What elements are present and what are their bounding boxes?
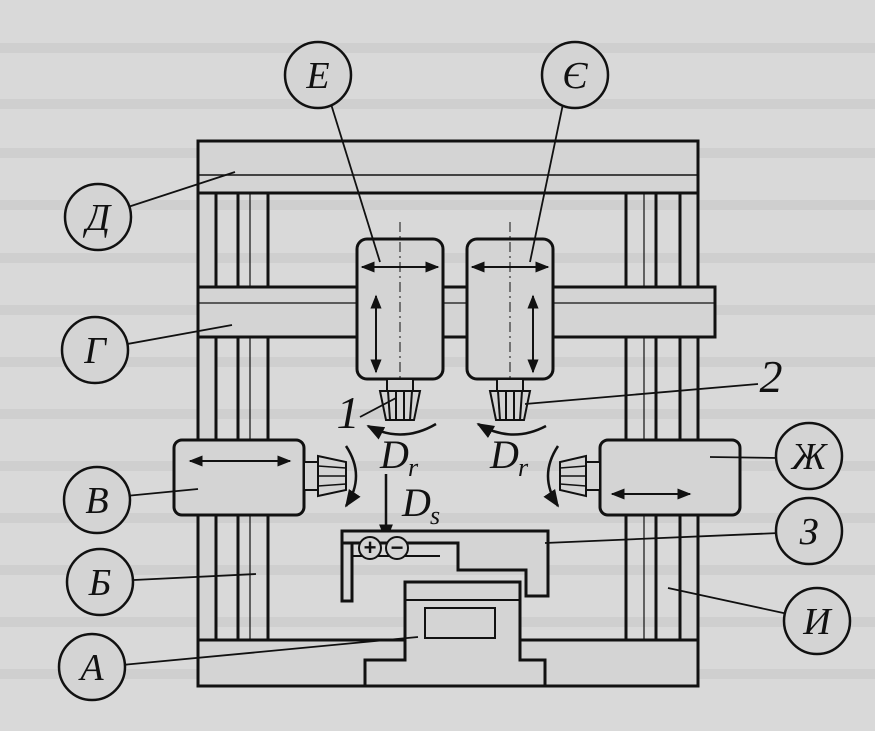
polarity-markers: + − bbox=[358, 535, 409, 560]
label-2: 2 bbox=[760, 351, 783, 402]
rotation-arc-right bbox=[476, 422, 547, 439]
svg-text:r: r bbox=[518, 453, 529, 482]
cutter-left bbox=[378, 378, 422, 421]
label-1: 1 bbox=[337, 387, 360, 438]
motion-label-feed: D s bbox=[401, 480, 440, 530]
callouts bbox=[57, 40, 852, 702]
plus-symbol: + bbox=[364, 535, 377, 560]
callout-circle-E bbox=[283, 40, 353, 110]
callout-D: Д bbox=[83, 197, 112, 239]
callout-circle-YE bbox=[540, 40, 610, 110]
callout-V: В bbox=[85, 480, 108, 522]
callout-B: Б bbox=[88, 562, 111, 604]
right-column bbox=[678, 191, 700, 642]
callout-circle-Z bbox=[774, 496, 844, 566]
callout-circle-A bbox=[57, 632, 127, 702]
rotation-arc-left bbox=[366, 422, 437, 440]
side-head-right bbox=[559, 438, 742, 517]
svg-text:D: D bbox=[489, 432, 519, 477]
table-support bbox=[363, 580, 547, 688]
rotation-arc-side-right bbox=[543, 445, 560, 508]
top-beam bbox=[196, 139, 700, 195]
callout-circle-D bbox=[63, 182, 133, 252]
callout-E: Е bbox=[305, 55, 329, 97]
minus-terminal bbox=[385, 536, 409, 560]
cross-rail bbox=[196, 285, 717, 339]
svg-text:D: D bbox=[379, 432, 409, 477]
side-head-left bbox=[172, 438, 347, 517]
svg-text:r: r bbox=[408, 453, 419, 482]
callout-ZH: Ж bbox=[791, 436, 829, 478]
callout-circle-ZH bbox=[774, 421, 844, 491]
callout-G: Г bbox=[83, 330, 107, 372]
callout-circle-G bbox=[60, 315, 130, 385]
callout-YE: Є bbox=[562, 55, 588, 97]
left-column bbox=[196, 191, 218, 642]
motion-label-rotation-right: D r bbox=[489, 432, 529, 482]
callout-circle-V bbox=[62, 465, 132, 535]
callout-circle-B bbox=[65, 547, 135, 617]
callout-I: И bbox=[802, 601, 833, 643]
minus-symbol: − bbox=[391, 535, 404, 560]
spindle-head-right bbox=[465, 222, 555, 390]
leader-lines bbox=[121, 103, 789, 666]
svg-text:s: s bbox=[430, 501, 440, 530]
plus-terminal bbox=[358, 536, 382, 560]
spindle-head-left bbox=[355, 222, 445, 390]
rotation-arc-side-left bbox=[344, 445, 361, 508]
callout-letters: Д Г Е Є В Б А Ж З И bbox=[77, 55, 833, 689]
motion-label-rotation-left: D r bbox=[379, 432, 419, 482]
svg-text:D: D bbox=[401, 480, 431, 525]
callout-A: А bbox=[77, 647, 104, 689]
cutter-right bbox=[488, 378, 532, 421]
callout-Z: З bbox=[800, 511, 819, 553]
callout-circle-I bbox=[782, 586, 852, 656]
